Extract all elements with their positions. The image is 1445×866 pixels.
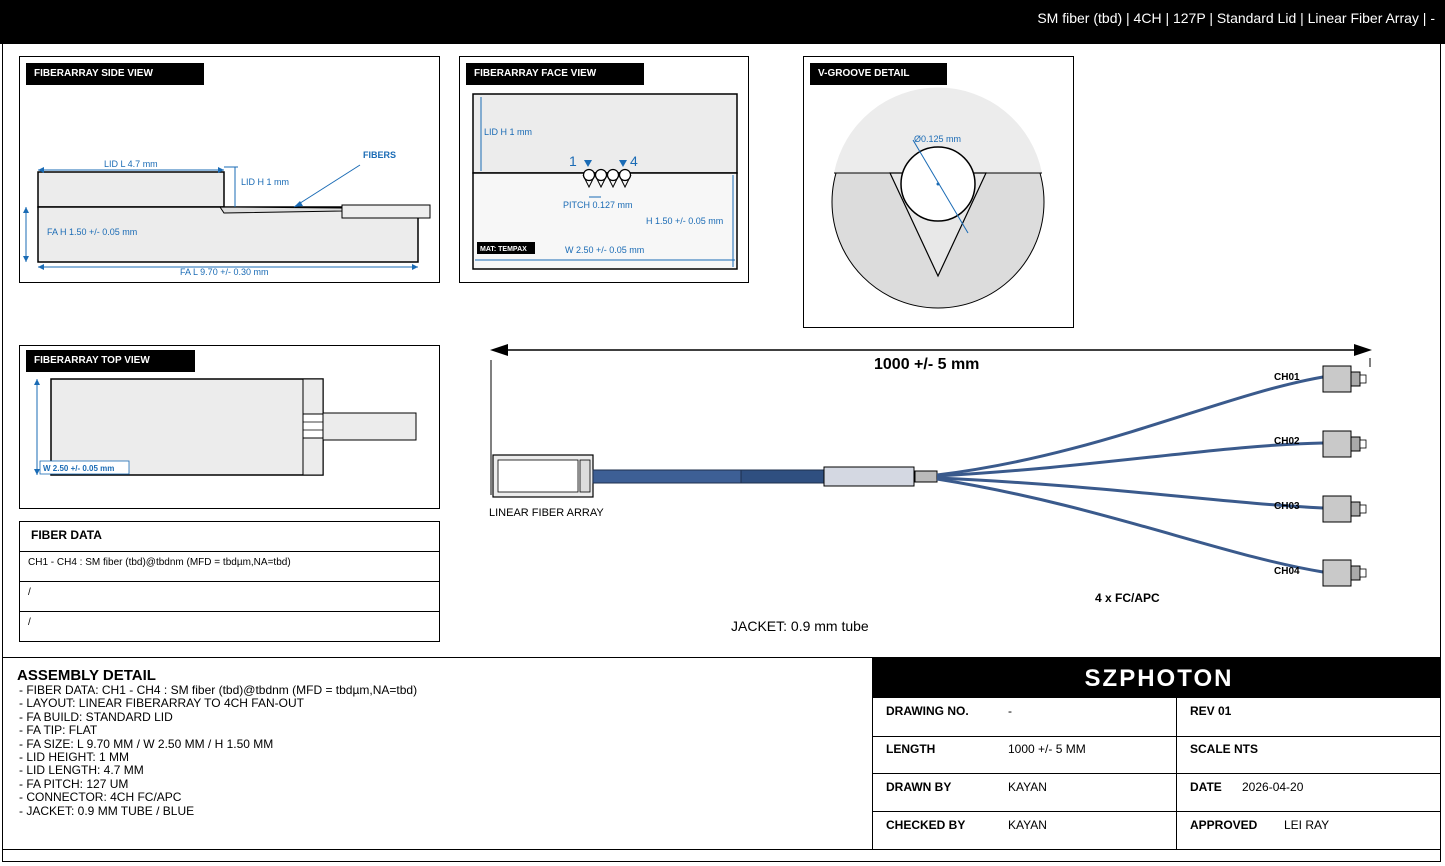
face-height-label: H 1.50 +/- 0.05 mm xyxy=(646,216,723,226)
assembly-detail-list: - FIBER DATA: CH1 - CH4 : SM fiber (tbd)… xyxy=(19,683,418,818)
top-width-label: W 2.50 +/- 0.05 mm xyxy=(43,464,114,473)
assembly-drawing: 1000 +/- 5 mm LINEAR FIBER ARRAY CH01 CH… xyxy=(489,344,1372,634)
date-label: DATE xyxy=(1190,780,1222,794)
assembly-line: - FA PITCH: 127 UM xyxy=(19,776,129,791)
assembly-line: - LID LENGTH: 4.7 MM xyxy=(19,763,144,778)
vgroove-tab: V-GROOVE DETAIL xyxy=(810,63,947,85)
drawing-frame xyxy=(2,44,1441,862)
vgroove-drawing: Ø0.125 mm xyxy=(831,87,1045,309)
face-view-drawing: LID H 1 mm 1 4 PITCH 0.127 mm H 1.50 +/-… xyxy=(472,93,738,270)
top-view-drawing: W 2.50 +/- 0.05 mm xyxy=(34,378,417,476)
connector-ch03 xyxy=(1322,495,1367,523)
date-value: 2026-04-20 xyxy=(1242,780,1304,794)
connector-ch04 xyxy=(1322,559,1367,587)
assembly-detail-title: ASSEMBLY DETAIL xyxy=(17,667,156,684)
vgroove-panel: V-GROOVE DETAIL Ø0.125 mm xyxy=(803,56,1074,328)
fanout-housing xyxy=(823,466,915,487)
drawing-no-value: - xyxy=(1008,704,1012,718)
ch02-label: CH02 xyxy=(1274,436,1300,447)
fiber-data-row-2: / xyxy=(28,587,31,598)
connectors-label: 4 x FC/APC xyxy=(1095,591,1160,605)
fa-height-label: FA H 1.50 +/- 0.05 mm xyxy=(47,227,137,237)
ch04-label: CH04 xyxy=(1274,566,1300,577)
ch01-label: CH01 xyxy=(1274,372,1300,383)
assembly-line: - FA SIZE: L 9.70 MM / W 2.50 MM / H 1.5… xyxy=(19,736,274,751)
assembly-line: - LAYOUT: LINEAR FIBERARRAY TO 4CH FAN-O… xyxy=(19,696,304,711)
assembly-line: - FA BUILD: STANDARD LID xyxy=(19,709,173,724)
face-width-label: W 2.50 +/- 0.05 mm xyxy=(565,245,644,255)
checked-by-value: KAYAN xyxy=(1008,818,1047,832)
side-view-panel: FIBERARRAY SIDE VIEW LID L 4.7 mm LID H … xyxy=(19,56,440,283)
brand-bar: SZPHOTON xyxy=(873,658,1441,698)
jacket-tube-1 xyxy=(592,469,742,484)
assembly-line: - LID HEIGHT: 1 MM xyxy=(19,750,130,765)
length-label: LENGTH xyxy=(886,742,936,756)
assembly-line: - JACKET: 0.9 MM TUBE / BLUE xyxy=(19,803,195,818)
face-lid-height-label: LID H 1 mm xyxy=(484,127,532,137)
fiber-ch02 xyxy=(936,441,1324,478)
fiber-ch04 xyxy=(936,477,1324,574)
fiber-tail xyxy=(341,204,431,219)
scale: SCALE NTS xyxy=(1190,742,1259,756)
top-fiber-tail xyxy=(322,412,417,441)
connector-ch01 xyxy=(1322,365,1367,393)
drawing-title: SM fiber (tbd) | 4CH | 127P | Standard L… xyxy=(1037,10,1435,26)
assembly-line: - FIBER DATA: CH1 - CH4 : SM fiber (tbd)… xyxy=(19,683,418,697)
connector-ch02 xyxy=(1322,430,1367,458)
ch03-label: CH03 xyxy=(1274,501,1300,512)
assembly-line: - FA TIP: FLAT xyxy=(19,723,98,738)
jacket-tube-2 xyxy=(740,469,825,484)
total-length-label: 1000 +/- 5 mm xyxy=(874,356,979,373)
fiber-ch03 xyxy=(936,476,1324,510)
material-badge xyxy=(477,242,535,254)
fiber-data-table: FIBER DATA CH1 - CH4 : SM fiber (tbd)@tb… xyxy=(19,521,440,642)
side-view-tab: FIBERARRAY SIDE VIEW xyxy=(26,63,204,85)
fiber-data-row-1: CH1 - CH4 : SM fiber (tbd)@tbdnm (MFD = … xyxy=(28,557,291,568)
lid-rect xyxy=(37,171,225,208)
fiber-diameter-label: Ø0.125 mm xyxy=(914,134,961,144)
lid-length-label: LID L 4.7 mm xyxy=(104,159,158,169)
header-bar: SM fiber (tbd) | 4CH | 127P | Standard L… xyxy=(0,0,1445,44)
fibers-label: FIBERS xyxy=(363,150,396,160)
drawn-by-label: DRAWN BY xyxy=(886,780,952,794)
fiber-data-title: FIBER DATA xyxy=(31,528,102,542)
face-view-panel: FIBERARRAY FACE VIEW LID H 1 mm 1 4 PITC… xyxy=(459,56,749,283)
revision: REV 01 xyxy=(1190,704,1232,718)
drawing-no-label: DRAWING NO. xyxy=(886,704,969,718)
lid-height-label: LID H 1 mm xyxy=(241,177,289,187)
assembly-line: - CONNECTOR: 4CH FC/APC xyxy=(19,790,182,805)
fiber-ch01 xyxy=(936,375,1324,477)
fa-length-label: FA L 9.70 +/- 0.30 mm xyxy=(180,267,268,277)
checked-by-label: CHECKED BY xyxy=(886,818,966,832)
material-label: MAT: TEMPAX xyxy=(480,246,527,253)
bottom-divider xyxy=(2,657,1441,658)
title-block: SZPHOTON DRAWING NO. - REV 01 LENGTH 100… xyxy=(872,657,1441,849)
top-view-panel: FIBERARRAY TOP VIEW W 2.50 +/- 0.05 mm xyxy=(19,345,440,509)
face-view-tab: FIBERARRAY FACE VIEW xyxy=(466,63,644,85)
drawn-by-value: KAYAN xyxy=(1008,780,1047,794)
brand-name: SZPHOTON xyxy=(1084,665,1234,692)
jacket-label: JACKET: 0.9 mm tube xyxy=(731,618,869,634)
linear-fiber-array-label: LINEAR FIBER ARRAY xyxy=(489,507,604,519)
channel-last-label: 4 xyxy=(630,153,638,169)
top-body-rect xyxy=(50,378,324,476)
footer-line xyxy=(2,849,1441,850)
length-value: 1000 +/- 5 MM xyxy=(1008,742,1086,756)
fiber-data-row-3: / xyxy=(28,617,31,628)
channel-first-label: 1 xyxy=(569,153,577,169)
side-view-drawing: LID L 4.7 mm LID H 1 mm FIBERS FA H 1.50… xyxy=(23,150,431,277)
top-view-tab: FIBERARRAY TOP VIEW xyxy=(26,350,195,372)
approved-value: LEI RAY xyxy=(1284,818,1330,832)
pitch-label: PITCH 0.127 mm xyxy=(563,200,633,210)
vgroove-lid-area xyxy=(834,87,1042,173)
approved-label: APPROVED xyxy=(1190,818,1258,832)
